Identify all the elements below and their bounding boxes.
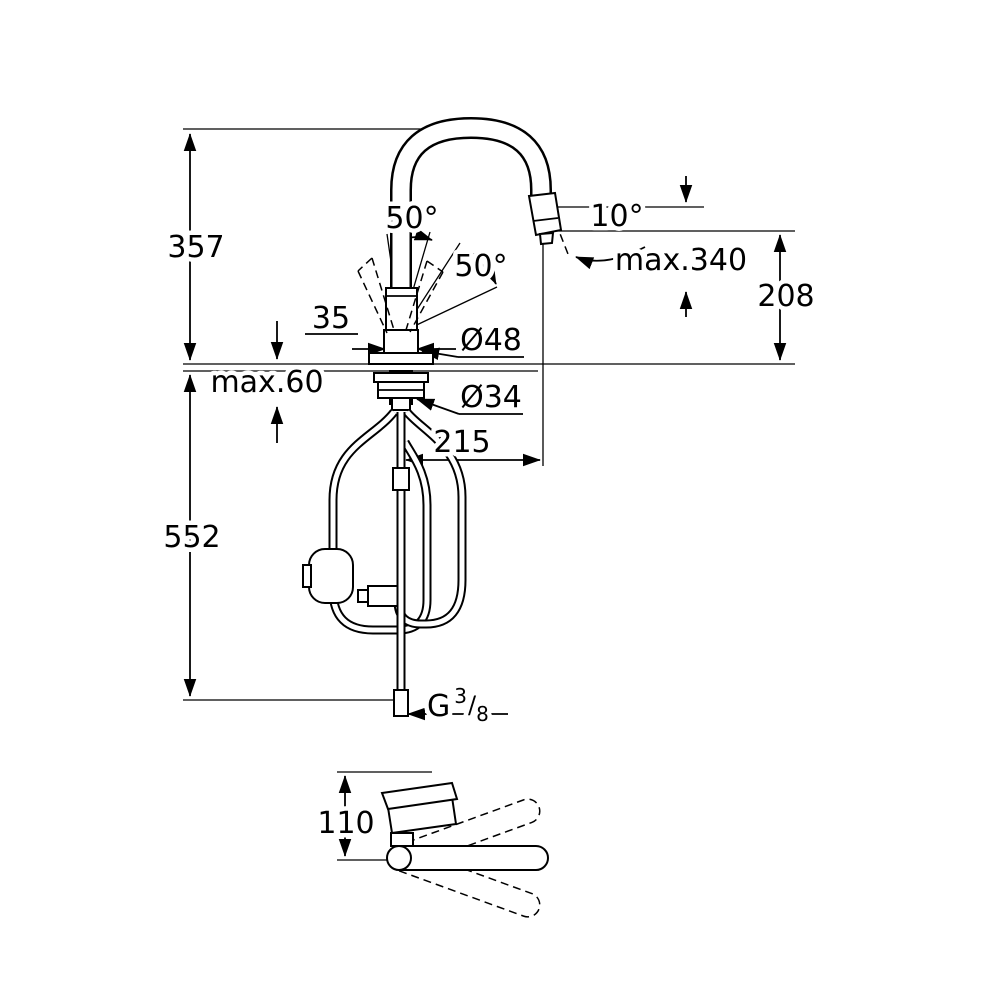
thread-numerator: 3 (454, 684, 467, 708)
label-spout-reach: 215 (433, 425, 490, 460)
swivel-outline-right-2 (409, 271, 444, 333)
reference-lines (183, 128, 795, 701)
spout-pivot (386, 845, 412, 871)
faucet-front-view (302, 116, 563, 717)
leader-d34 (416, 398, 460, 415)
hose-coupling (392, 467, 410, 491)
label-hole-diameter: Ø34 (460, 380, 522, 415)
side-lever-top (380, 781, 459, 811)
label-body-width: 35 (312, 301, 350, 336)
dimension-labels: 357 552 max.60 35 Ø48 Ø34 215 50° 50° 10… (159, 195, 819, 846)
label-pullout-length: max.340 (615, 243, 747, 278)
dimension-lines (183, 133, 787, 861)
hose-fitting-nipple (357, 589, 369, 603)
angle-leg-50b-lower (405, 286, 498, 331)
lever-position-up-dashed (393, 798, 541, 871)
base-flange (368, 352, 434, 365)
faucet-upper-body (385, 287, 418, 332)
mounting-washer (373, 372, 429, 383)
spray-head-band (532, 217, 559, 222)
hose-weight (308, 548, 354, 604)
swivel-outline-right-cap (426, 260, 444, 273)
supply-hose-left-inner (330, 410, 430, 633)
faucet-side-view (380, 781, 549, 918)
thread-denominator: 8 (476, 702, 489, 726)
spray-head (527, 191, 563, 237)
hose-adapter (391, 397, 411, 411)
lever-position-down-dashed (393, 845, 541, 918)
hose-weight-clip (302, 564, 312, 588)
thread-prefix: G (427, 689, 450, 724)
side-body-stem (390, 832, 414, 847)
label-total-height: 357 (167, 230, 224, 265)
label-base-diameter: Ø48 (460, 323, 522, 358)
swivel-outline-left-cap (357, 257, 373, 272)
faucet-base-body (383, 329, 419, 355)
angle-arc-10 (575, 246, 646, 270)
hose-fitting (367, 585, 399, 607)
spray-outlet (538, 231, 555, 246)
label-lever-height: 110 (317, 806, 374, 841)
label-swivel-angle-right: 50° (454, 249, 507, 284)
hose-end-connector (393, 689, 409, 717)
swivel-outline-left-2 (357, 270, 388, 334)
spout-side-solid (398, 845, 549, 871)
label-deck-thickness: max.60 (210, 365, 323, 400)
label-spray-angle: 10° (590, 199, 643, 234)
label-swivel-angle-top: 50° (385, 201, 438, 236)
label-hose-length: 552 (163, 520, 220, 555)
label-outlet-height: 208 (757, 279, 814, 314)
spout-tube-inner (392, 119, 550, 296)
angle-arc-50b (466, 251, 497, 285)
